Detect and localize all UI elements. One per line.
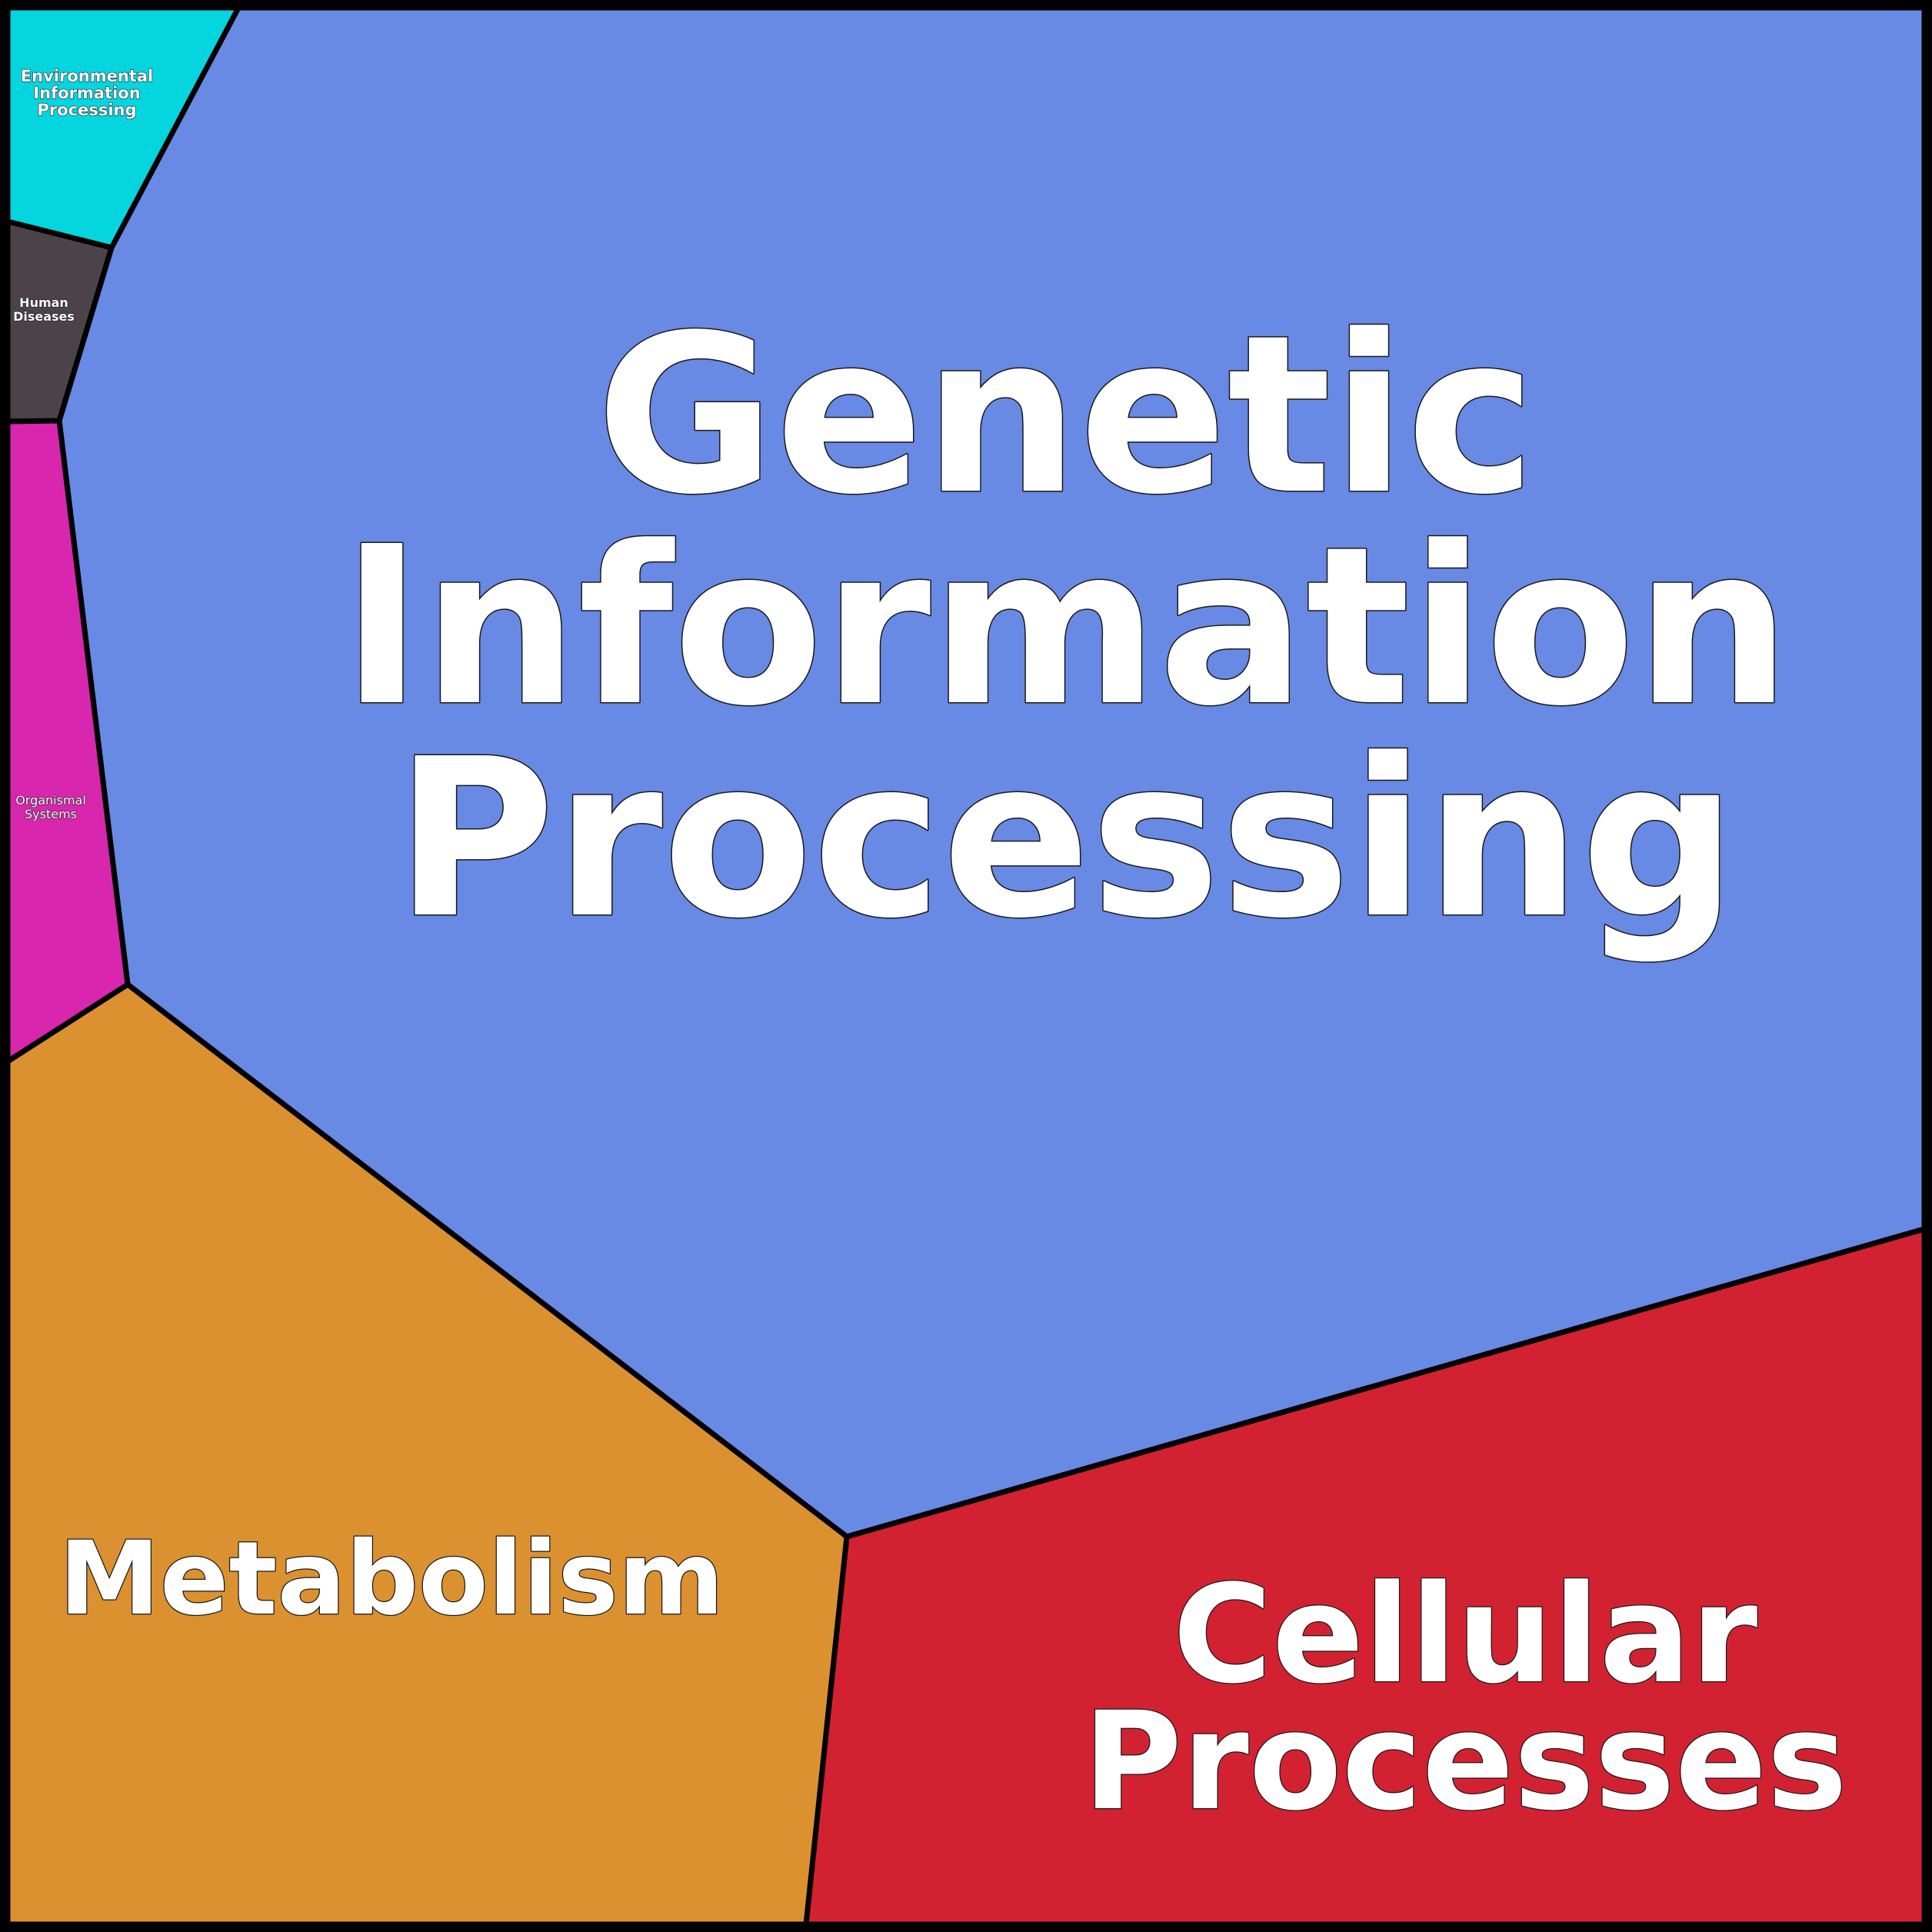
label-line: Processing [395, 711, 1737, 966]
label-metabolism: Metabolism [58, 1519, 724, 1640]
label-line: Environmental [21, 67, 153, 85]
label-line: Processing [37, 101, 136, 119]
label-line: Processes [1083, 1683, 1847, 1840]
label-human-diseases: Human Diseases [12, 295, 75, 324]
label-line: Organismal [15, 793, 86, 808]
label-line: Metabolism [59, 1520, 724, 1638]
label-line: Information [341, 499, 1791, 754]
label-line: Cellular [1173, 1556, 1758, 1714]
label-line: Human [19, 295, 68, 310]
label-line: Systems [25, 807, 77, 821]
label-cellular-processes: Cellular Processes [1082, 1555, 1849, 1842]
label-line: Diseases [13, 309, 75, 324]
label-organismal-systems: Organismal Systems [15, 792, 87, 821]
label-line: Information [33, 84, 140, 102]
label-line: Genetic [596, 288, 1536, 542]
label-genetic-information-processing: Genetic Information Processing [340, 287, 1792, 968]
label-environmental-information-processing: Environmental Information Processing [20, 66, 154, 119]
